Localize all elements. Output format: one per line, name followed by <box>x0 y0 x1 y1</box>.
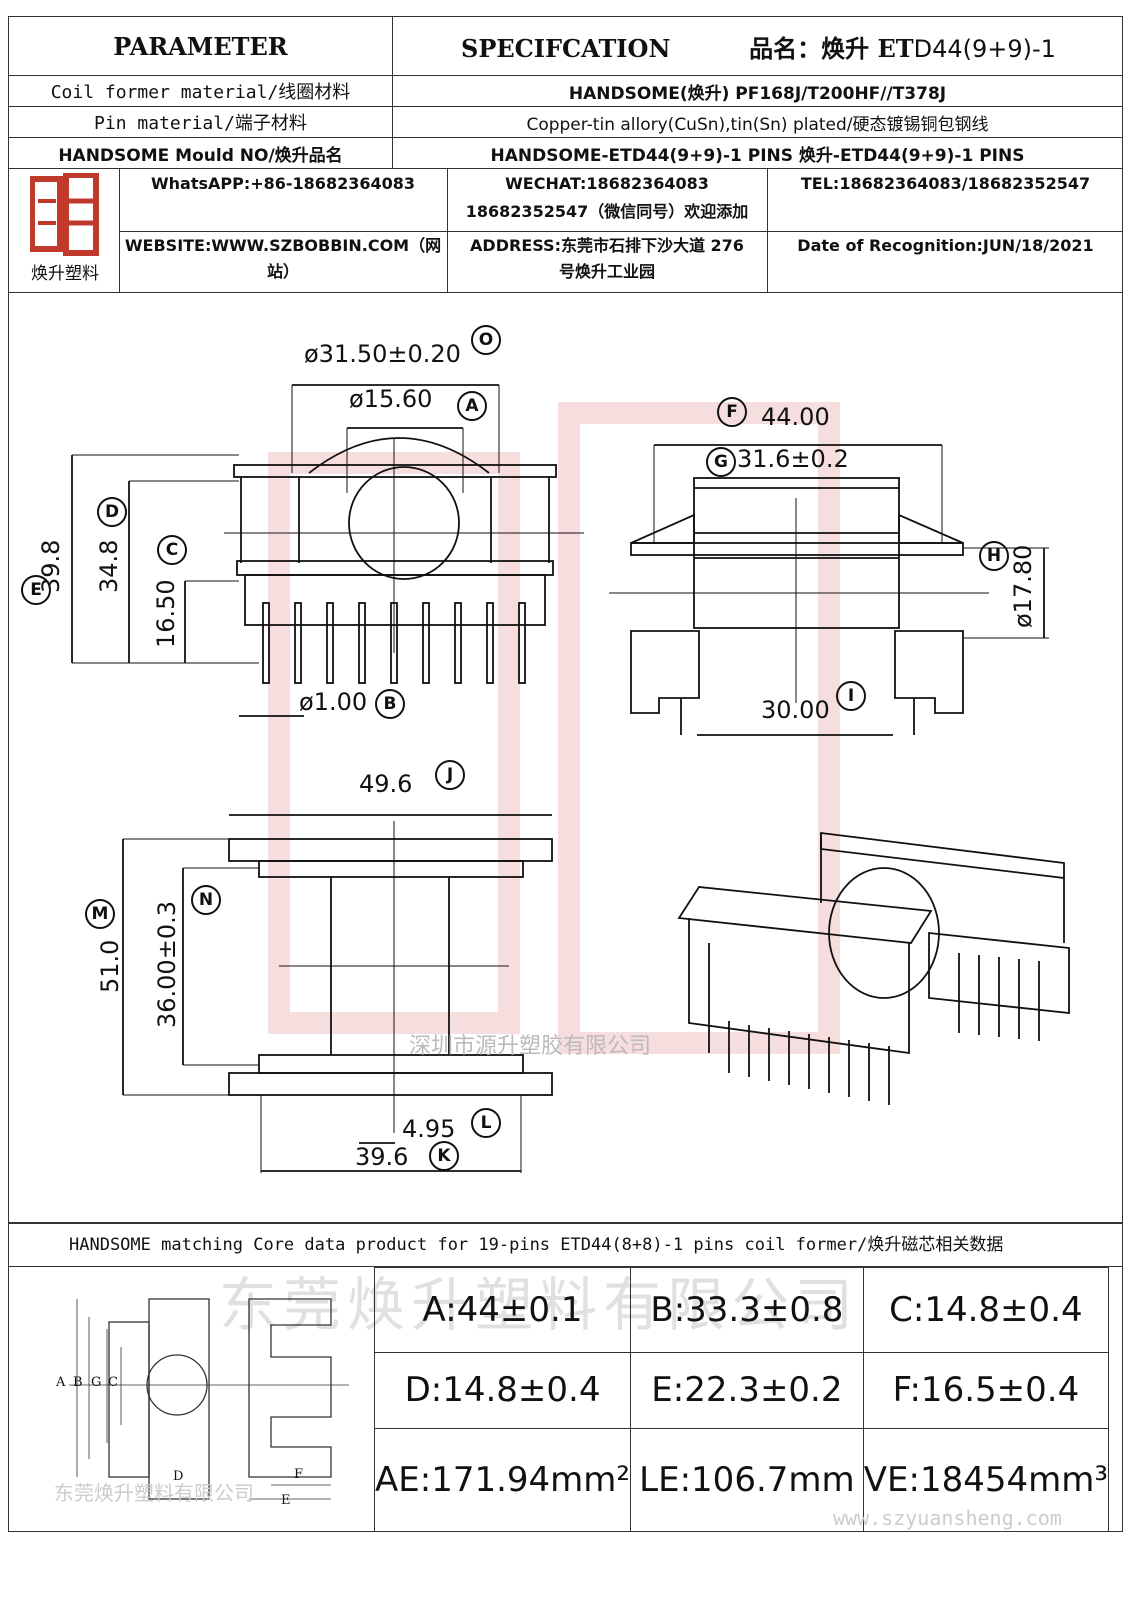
letter-l: L <box>471 1108 501 1138</box>
pin-material-value: Copper-tin allory(CuSn),tin(Sn) plated/硬… <box>392 106 1123 138</box>
letter-h: H <box>979 541 1009 571</box>
dim-d: 34.8 <box>95 539 123 593</box>
letter-b: B <box>375 689 405 719</box>
letter-k: K <box>429 1141 459 1171</box>
parameter-heading: PARAMETER <box>8 16 393 76</box>
letter-j: J <box>435 760 465 790</box>
dim-j: 49.6 <box>359 770 413 798</box>
mould-no-value: HANDSOME-ETD44(9+9)-1 PINS 焕升-ETD44(9+9)… <box>392 137 1123 169</box>
dim-c: 16.50 <box>152 579 180 648</box>
letter-i: I <box>836 681 866 711</box>
letter-m: M <box>85 899 115 929</box>
core-watermark: 东莞焕升塑料有限公司 <box>54 1481 254 1505</box>
recognition-date: Date of Recognition:JUN/18/2021 <box>797 236 1094 255</box>
letter-o: O <box>471 325 501 355</box>
dim-k: 39.6 <box>355 1143 409 1171</box>
address-line1: ADDRESS:东莞市石排下沙大道 276 <box>470 236 744 255</box>
product-name-value: D44(9+9)-1 <box>913 34 1056 63</box>
wechat-line2: 18682352547（微信同号）欢迎添加 <box>465 202 749 221</box>
whatsapp: WhatsAPP:+86-18682364083 <box>150 174 415 193</box>
letter-g: G <box>706 447 736 477</box>
spec-ae: AE:171.94mm² <box>373 1427 632 1533</box>
core-label-f: F <box>294 1467 304 1482</box>
dim-n: 36.00±0.3 <box>153 901 181 1028</box>
website: WEBSITE:WWW.SZBOBBIN.COM（网 站） <box>119 231 447 287</box>
dim-g: 31.6±0.2 <box>737 445 849 473</box>
letter-n: N <box>191 885 221 915</box>
pin-material-label: Pin material/端子材料 <box>8 106 393 138</box>
mould-no-label: HANDSOME Mould NO/焕升品名 <box>8 137 393 169</box>
product-name-label: 品名：焕升 ET <box>749 33 914 63</box>
front-view <box>71 384 584 717</box>
bottom-view <box>122 814 553 1173</box>
address: ADDRESS:东莞市石排下沙大道 276 号焕升工业园 <box>447 231 767 287</box>
letter-d: D <box>97 497 127 527</box>
website-line1: WEBSITE:WWW.SZBOBBIN.COM（网 <box>124 236 442 255</box>
dim-o: ø31.50±0.20 <box>304 340 461 368</box>
wechat: WECHAT:18682364083 18682352547（微信同号）欢迎添加 <box>447 169 767 227</box>
coil-material-label: Coil former material/线圈材料 <box>8 75 393 107</box>
logo-watermark <box>268 402 840 1054</box>
front-pins <box>262 602 526 684</box>
core-spec-table: A:44±0.1 B:33.3±0.8 C:14.8±0.4 D:14.8±0.… <box>373 1266 1110 1533</box>
logo-icon <box>29 172 99 256</box>
telephone: TEL:18682364083/18682352547 <box>800 174 1091 193</box>
spec-d: D:14.8±0.4 <box>373 1352 632 1429</box>
dim-m: 51.0 <box>96 939 124 993</box>
dim-l: 4.95 <box>402 1115 456 1143</box>
side-view <box>609 444 1049 736</box>
core-data: A B G C D F E 东莞焕升塑料有限公司 A:44±0.1 B:33.3… <box>8 1266 1123 1533</box>
logo-text: 焕升塑料 <box>31 264 99 284</box>
coil-material-value: HANDSOME(焕升) PF168J/T200HF//T378J <box>392 75 1123 107</box>
spec-e: E:22.3±0.2 <box>630 1352 864 1429</box>
core-data-title: HANDSOME matching Core data product for … <box>8 1223 1123 1267</box>
spec-sheet: PARAMETER SPECIFCATION 品名：焕升 ETD44(9+9)-… <box>8 16 1123 1581</box>
spec-ve: VE:18454mm³ <box>862 1427 1110 1533</box>
company-logo: 焕升塑料 <box>17 172 113 289</box>
letter-a: A <box>457 391 487 421</box>
watermark-top: 深圳市源升塑胶有限公司 <box>409 1034 652 1059</box>
header-table: PARAMETER SPECIFCATION 品名：焕升 ETD44(9+9)-… <box>8 16 1123 169</box>
site-watermark: www.szyuansheng.com <box>833 1506 1062 1530</box>
letter-c: C <box>157 535 187 565</box>
address-line2: 号焕升工业园 <box>558 262 655 281</box>
core-diagram <box>69 1298 349 1500</box>
specification-label: SPECIFCATION <box>461 33 671 63</box>
spec-heading: SPECIFCATION 品名：焕升 ETD44(9+9)-1 <box>392 16 1123 76</box>
spec-a: A:44±0.1 <box>373 1266 632 1354</box>
spec-f: F:16.5±0.4 <box>862 1352 1110 1429</box>
contact-info: 焕升塑料 WhatsAPP:+86-18682364083 WECHAT:186… <box>8 169 1123 293</box>
letter-e: E <box>21 575 51 605</box>
core-label-b: B <box>73 1375 83 1390</box>
wechat-line1: WECHAT:18682364083 <box>505 174 709 193</box>
isometric-view <box>677 831 1070 1105</box>
core-label-e: E <box>281 1493 291 1508</box>
core-label-c: C <box>108 1375 118 1390</box>
website-line2: 站） <box>266 262 299 281</box>
core-label-a: A <box>56 1375 66 1390</box>
drawing-canvas <box>71 384 1070 1173</box>
dim-b: ø1.00 <box>299 688 368 716</box>
core-label-d: D <box>173 1469 184 1484</box>
spec-b: B:33.3±0.8 <box>630 1266 864 1354</box>
dim-a: ø15.60 <box>349 385 433 413</box>
dim-f: 44.00 <box>761 403 830 431</box>
core-label-g: G <box>91 1375 102 1390</box>
dim-i: 30.00 <box>761 696 830 724</box>
spec-le: LE:106.7mm <box>630 1427 864 1533</box>
letter-f: F <box>717 397 747 427</box>
spec-c: C:14.8±0.4 <box>862 1266 1110 1354</box>
technical-drawing: ø31.50±0.20 ø15.60 44.00 31.6±0.2 30.00 … <box>8 293 1123 1339</box>
dim-h: ø17.80 <box>1009 544 1037 628</box>
